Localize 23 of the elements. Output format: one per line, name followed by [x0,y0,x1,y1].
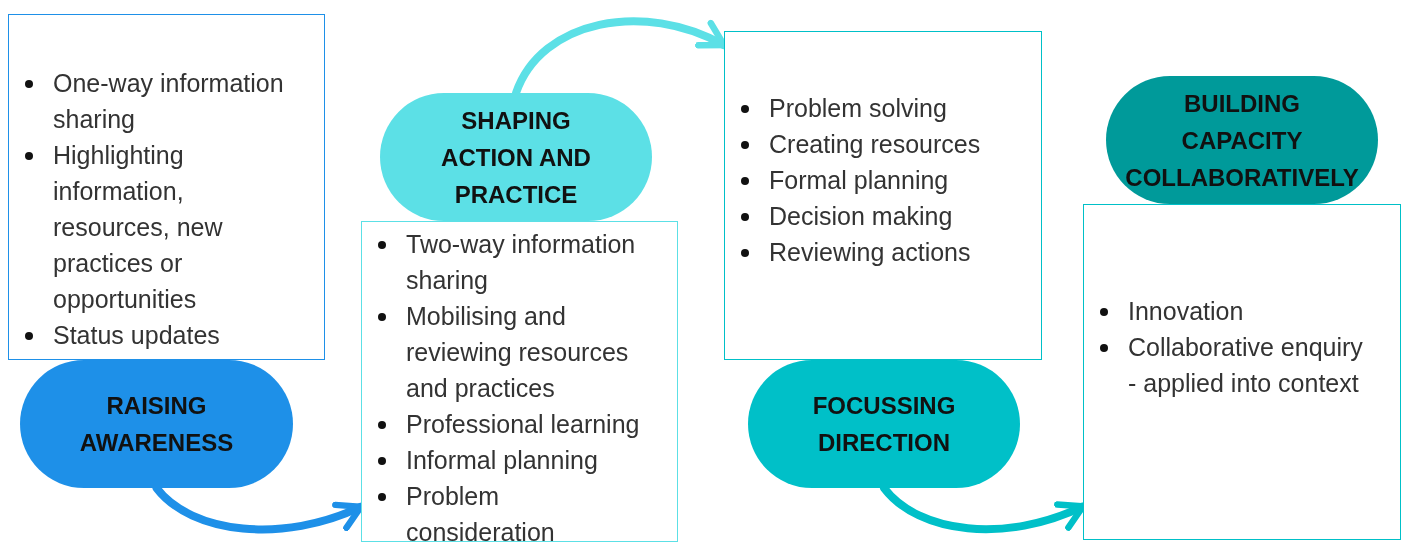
bullet-text: Mobilising and reviewing resources and practices [406,302,629,402]
bullet-text: Two-way information sharing [406,230,636,294]
bullet-text: Problem solving [769,94,947,122]
bullet-text: Decision making [769,202,953,230]
bullet-text: Highlighting information, resources, new practices or opportunities [53,141,223,313]
bullet-text: Formal planning [769,166,949,194]
bullet-text: Reviewing actions [769,238,971,266]
bullet-text: Informal planning [406,446,598,474]
stage-pill: FOCUSSING DIRECTION [748,360,1020,488]
content-box [1083,204,1401,540]
content-box [8,14,325,360]
bullet-text: Problem consideration [406,482,555,542]
content-box [361,221,678,542]
stage-pill: SHAPING ACTION AND PRACTICE [380,93,652,221]
bullet-text: Professional learning [406,410,640,438]
stage-pill: BUILDING CAPACITY COLLABORATIVELY [1106,76,1378,204]
stage-pill: RAISING AWARENESS [20,360,293,488]
bullet-text: Collaborative enquiry - applied into context [1128,333,1363,397]
bullet-text: Status updates [53,321,220,349]
bullet-text: Innovation [1128,297,1244,325]
bullet-text: Creating resources [769,130,981,158]
content-box [724,31,1042,360]
bullet-text: One-way information sharing [53,69,284,133]
